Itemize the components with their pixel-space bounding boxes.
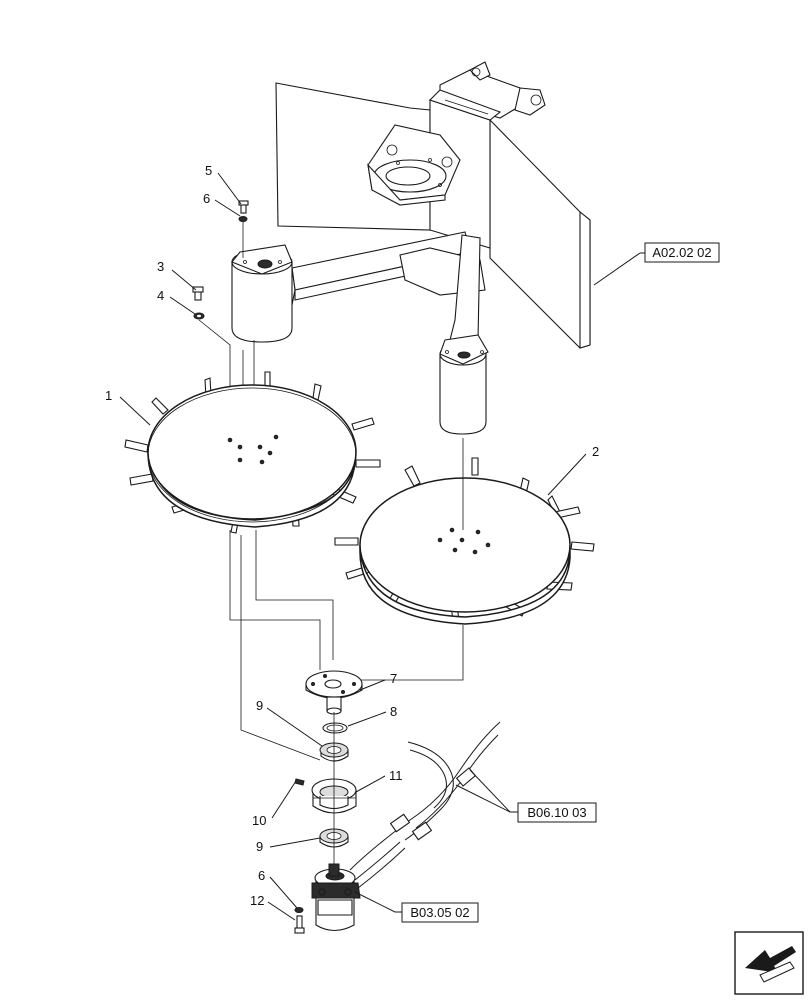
grease-nipple-10: [294, 778, 305, 786]
rake-disc-2: [334, 457, 595, 625]
callout-7: 7: [390, 671, 397, 686]
ref-frame-label[interactable]: A02.02 02: [652, 245, 711, 260]
callout-10: 10: [252, 813, 266, 828]
ref-box-motor[interactable]: B03.05 02: [401, 902, 479, 923]
callout-5: 5: [205, 163, 212, 178]
callout-6-top: 6: [203, 191, 210, 206]
ref-box-hoses[interactable]: B06.10 03: [517, 802, 597, 823]
washer-6-top: [238, 216, 248, 222]
bolt-12: [294, 915, 305, 934]
hydraulic-motor: [311, 863, 361, 932]
callout-4: 4: [157, 288, 164, 303]
hydraulic-hoses: [349, 721, 501, 889]
callout-9-top: 9: [256, 698, 263, 713]
rake-disc-1: [124, 371, 381, 534]
washer-6-bottom: [294, 907, 304, 913]
callout-2: 2: [592, 444, 599, 459]
washer-4: [193, 312, 205, 320]
leader-hoses-ref: [469, 769, 518, 813]
screw-5: [238, 200, 249, 214]
callout-12: 12: [250, 893, 264, 908]
callout-3: 3: [157, 259, 164, 274]
callout-6-bottom: 6: [258, 868, 265, 883]
leader-frame-ref: [593, 252, 641, 286]
frame-assembly: [231, 61, 591, 435]
callout-9-bottom: 9: [256, 839, 263, 854]
callout-1: 1: [105, 388, 112, 403]
callout-8: 8: [390, 704, 397, 719]
leader-motor-ref: [354, 891, 402, 913]
callout-11: 11: [389, 768, 403, 783]
ref-motor-label[interactable]: B03.05 02: [410, 905, 469, 920]
page-back-arrow-icon[interactable]: [734, 931, 804, 995]
snap-ring-8: [322, 722, 348, 734]
bolt-3: [192, 286, 204, 301]
ref-hoses-label[interactable]: B06.10 03: [527, 805, 586, 820]
hub-flange-7: [305, 670, 363, 715]
ref-box-frame[interactable]: A02.02 02: [644, 242, 720, 263]
